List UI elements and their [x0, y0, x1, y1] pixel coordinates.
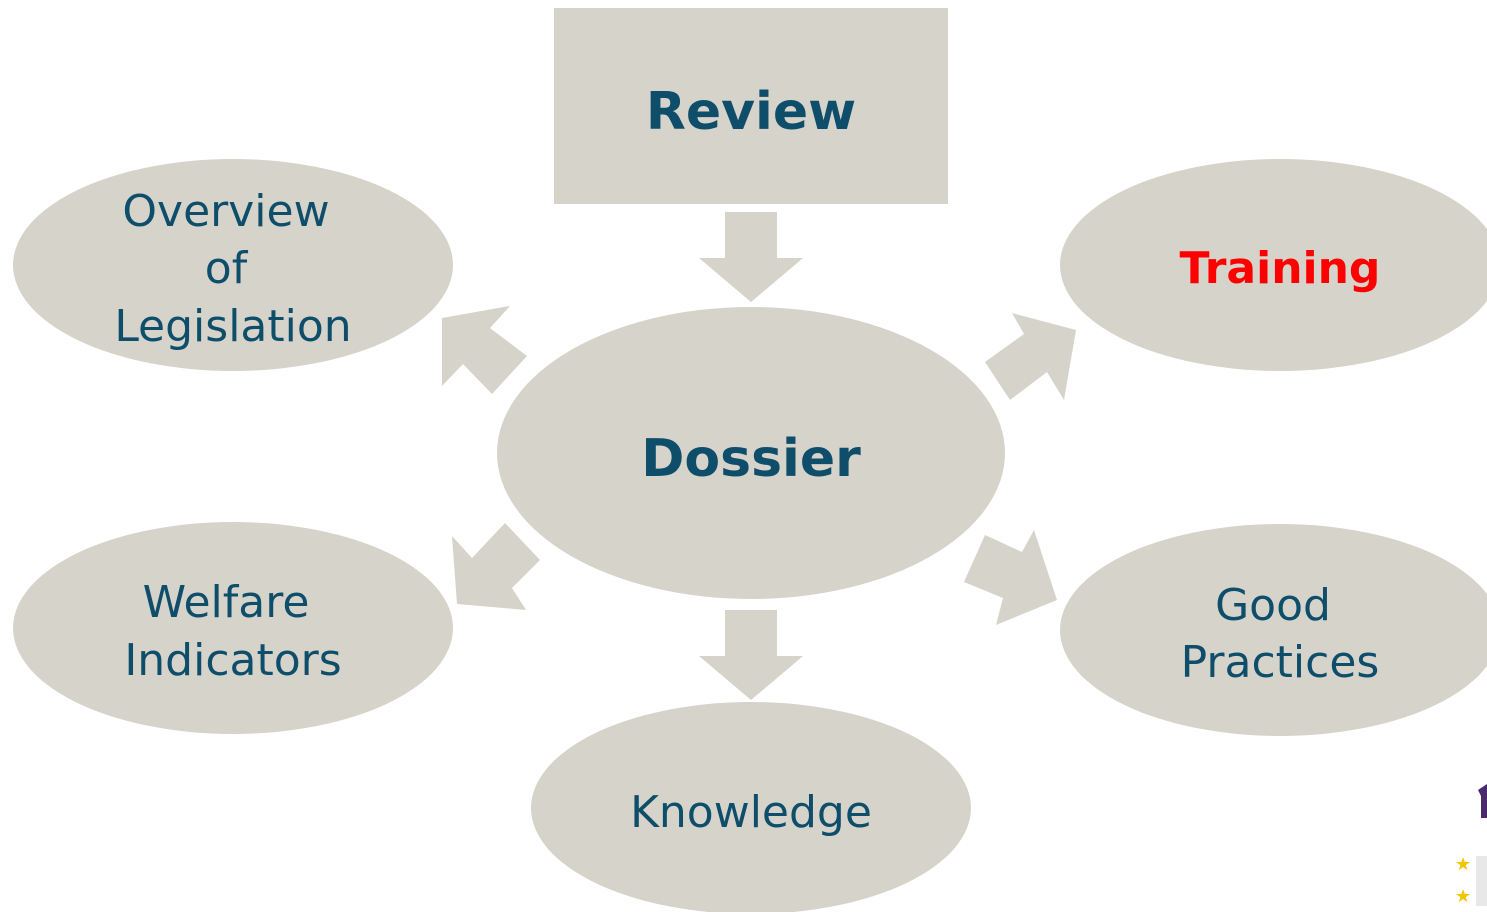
welfare-line-1: Welfare: [143, 577, 310, 628]
arrow-dossier-to-training: [985, 313, 1076, 400]
overview-node: Overview of Legislation: [13, 159, 453, 371]
review-node: Review: [554, 8, 948, 204]
eu-flag-logo-fragment: ★ ★: [1424, 738, 1487, 912]
dossier-label: Dossier: [641, 429, 861, 489]
good-practices-line-2: Practices: [1181, 637, 1380, 688]
knowledge-label: Knowledge: [630, 787, 872, 838]
logo-star-icon: ★: [1455, 886, 1471, 907]
welfare-ellipse: [13, 522, 453, 734]
overview-ellipse: [13, 159, 453, 371]
training-ellipse: [1060, 159, 1487, 371]
overview-line-1: Overview: [122, 186, 329, 237]
good-practices-label: Good Practices: [1181, 580, 1380, 688]
dossier-ellipse: [497, 307, 1005, 599]
arrow-dossier-to-good-practices: [964, 530, 1057, 625]
welfare-label: Welfare Indicators: [124, 577, 341, 686]
arrow-dossier-to-knowledge: [699, 610, 803, 700]
review-box: [554, 8, 948, 204]
arrow-review-to-dossier: [699, 212, 803, 302]
welfare-node: Welfare Indicators: [13, 522, 453, 734]
training-node: Training: [1060, 159, 1487, 371]
overview-line-2: of: [205, 243, 249, 294]
welfare-line-2: Indicators: [124, 635, 341, 686]
knowledge-ellipse: [531, 702, 971, 912]
arrow-dossier-to-overview: [442, 306, 527, 394]
good-practices-line-1: Good: [1215, 580, 1331, 631]
knowledge-node: Knowledge: [531, 702, 971, 912]
overview-line-3: Legislation: [114, 301, 351, 352]
training-label: Training: [1180, 243, 1381, 294]
review-label: Review: [646, 82, 856, 142]
overview-label: Overview of Legislation: [114, 186, 351, 352]
logo-flag-edge: [1476, 856, 1487, 906]
dossier-node: Dossier: [497, 307, 1005, 599]
logo-star-icon: ★: [1455, 854, 1471, 875]
good-practices-node: Good Practices: [1060, 524, 1487, 736]
arrows: [442, 212, 1076, 700]
logo-mark-icon: [1478, 784, 1487, 818]
arrow-dossier-to-welfare: [452, 523, 540, 610]
good-practices-ellipse: [1060, 524, 1487, 736]
